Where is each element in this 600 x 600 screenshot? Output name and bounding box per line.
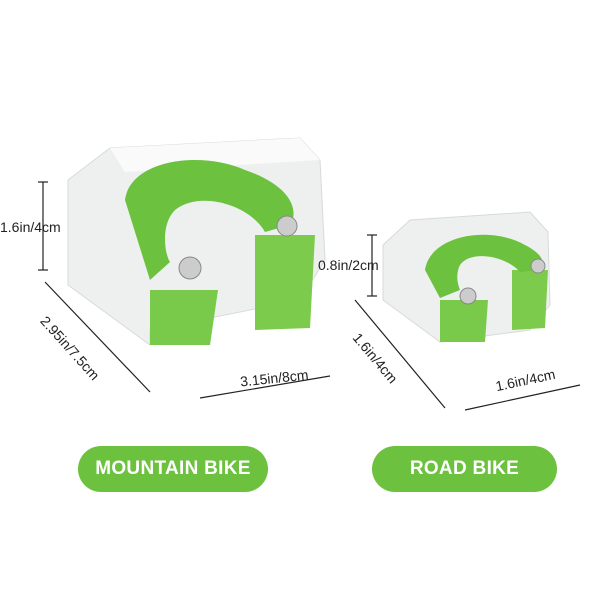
- mountain-bike-badge: MOUNTAIN BIKE: [78, 446, 268, 492]
- road-bike-clip: [382, 211, 551, 343]
- road-height-label: 0.8in/2cm: [318, 257, 379, 273]
- mountain-bike-clip: [67, 137, 326, 346]
- road-bike-badge: ROAD BIKE: [372, 446, 557, 492]
- mountain-height-label: 1.6in/4cm: [0, 219, 61, 235]
- dimension-lines: [38, 181, 581, 411]
